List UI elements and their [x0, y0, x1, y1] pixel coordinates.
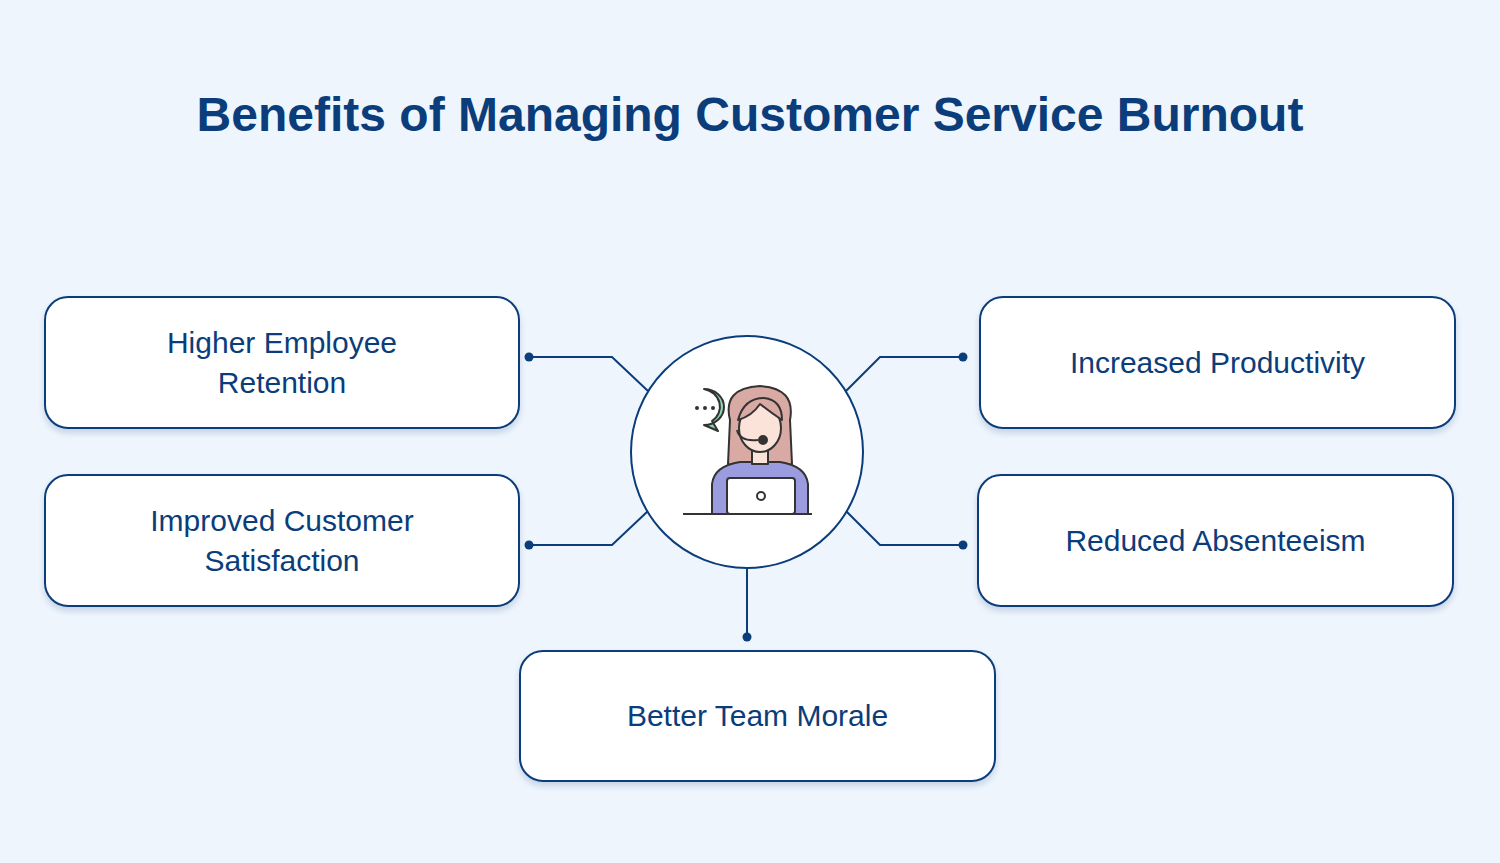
benefit-box: Higher Employee Retention [44, 296, 520, 429]
leader-lines [529, 357, 963, 637]
benefit-label: Better Team Morale [627, 696, 888, 736]
benefit-label: Reduced Absenteeism [1065, 521, 1365, 561]
hub-circle [631, 336, 863, 568]
benefit-box: Better Team Morale [519, 650, 996, 782]
benefit-label: Increased Productivity [1070, 343, 1365, 383]
benefit-box: Improved Customer Satisfaction [44, 474, 520, 607]
diagram-title: Benefits of Managing Customer Service Bu… [180, 83, 1320, 147]
speech-bubble [695, 389, 724, 431]
benefit-box: Reduced Absenteeism [977, 474, 1454, 607]
benefit-label: Improved Customer Satisfaction [102, 501, 462, 581]
benefit-label: Higher Employee Retention [102, 323, 462, 403]
agent-icon [712, 386, 808, 514]
benefit-box: Increased Productivity [979, 296, 1456, 429]
leader-dots [525, 353, 968, 642]
desk-line [683, 513, 812, 515]
